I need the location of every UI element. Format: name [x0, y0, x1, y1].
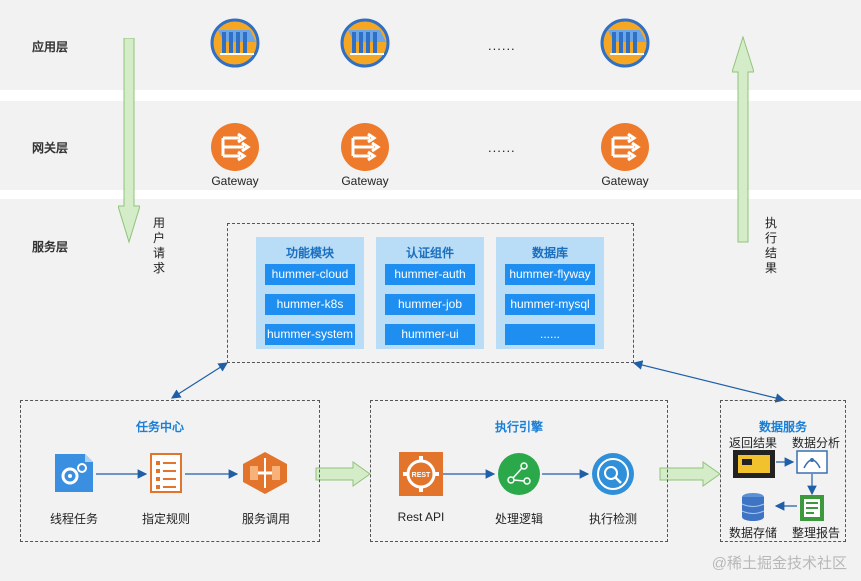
data-storage-icon	[741, 493, 765, 521]
task-item-label: 指定规则	[141, 512, 190, 526]
engine-item-label: 执行检测	[588, 512, 637, 526]
data-service-item-label: 返回结果	[728, 436, 777, 450]
execution-check-icon	[592, 453, 634, 495]
return-result-icon	[733, 450, 775, 478]
module-chip: hummer-ui	[385, 324, 475, 345]
gateway-layer-band	[0, 101, 861, 190]
request-down-arrow	[118, 38, 140, 244]
data-service-title: 数据服务	[758, 420, 807, 434]
module-column-title: 数据库	[531, 246, 568, 260]
data-service-item-label: 整理报告	[791, 526, 840, 540]
data-service-box	[720, 400, 846, 542]
service-call-icon	[243, 452, 287, 494]
processing-logic-icon	[498, 453, 540, 495]
module-chip: hummer-cloud	[265, 264, 355, 285]
module-chip: hummer-flyway	[505, 264, 595, 285]
application-server-icon	[600, 18, 650, 68]
data-service-item-label: 数据存储	[728, 526, 777, 540]
task-item-label: 服务调用	[241, 512, 290, 526]
module-chip: hummer-k8s	[265, 294, 355, 315]
execution-engine-box	[370, 400, 668, 542]
result-up-arrow	[732, 36, 754, 243]
module-column-title: 功能模块	[285, 246, 334, 260]
result-label: 执行 结果	[764, 216, 777, 275]
task-item-label: 线程任务	[49, 512, 98, 526]
task-center-title: 任务中心	[135, 420, 184, 434]
data-analysis-icon	[796, 450, 828, 474]
application-server-icon	[340, 18, 390, 68]
module-column-functions: 功能模块 hummer-cloud hummer-k8s hummer-syst…	[256, 237, 364, 349]
engine-item-label: 处理逻辑	[494, 512, 543, 526]
gateway-label: Gateway	[211, 174, 259, 188]
rest-api-icon: REST	[399, 452, 443, 496]
application-server-icon	[210, 18, 260, 68]
thread-task-icon	[55, 454, 93, 492]
gateway-icon	[341, 123, 389, 171]
request-label: 用户 请求	[152, 216, 165, 275]
module-column-title: 认证组件	[405, 246, 454, 260]
service-layer-label: 服务层	[32, 240, 69, 254]
rest-badge-text: REST	[412, 472, 431, 479]
gateway-label: Gateway	[601, 174, 649, 188]
task-center-box	[20, 400, 320, 542]
modules-box	[227, 223, 634, 363]
module-chip: hummer-auth	[385, 264, 475, 285]
watermark: @稀土掘金技术社区	[711, 555, 847, 572]
report-icon	[800, 495, 824, 521]
module-column-database: 数据库 hummer-flyway hummer-mysql ......	[496, 237, 604, 349]
gateway-layer-label: 网关层	[32, 141, 69, 155]
app-ellipsis: ......	[488, 38, 516, 53]
app-layer-label: 应用层	[32, 40, 69, 54]
data-service-item-label: 数据分析	[791, 436, 840, 450]
engine-item-label: Rest API	[397, 510, 445, 524]
app-layer-band	[0, 0, 861, 90]
module-chip: hummer-mysql	[505, 294, 595, 315]
gateway-label: Gateway	[341, 174, 389, 188]
module-chip: ......	[505, 324, 595, 345]
gateway-icon	[211, 123, 259, 171]
execution-engine-title: 执行引擎	[494, 420, 543, 434]
rules-list-icon	[150, 453, 182, 493]
module-chip: hummer-system	[265, 324, 355, 345]
module-chip: hummer-job	[385, 294, 475, 315]
module-column-auth: 认证组件 hummer-auth hummer-job hummer-ui	[376, 237, 484, 349]
gateway-icon	[601, 123, 649, 171]
gateway-ellipsis: ......	[488, 140, 516, 155]
